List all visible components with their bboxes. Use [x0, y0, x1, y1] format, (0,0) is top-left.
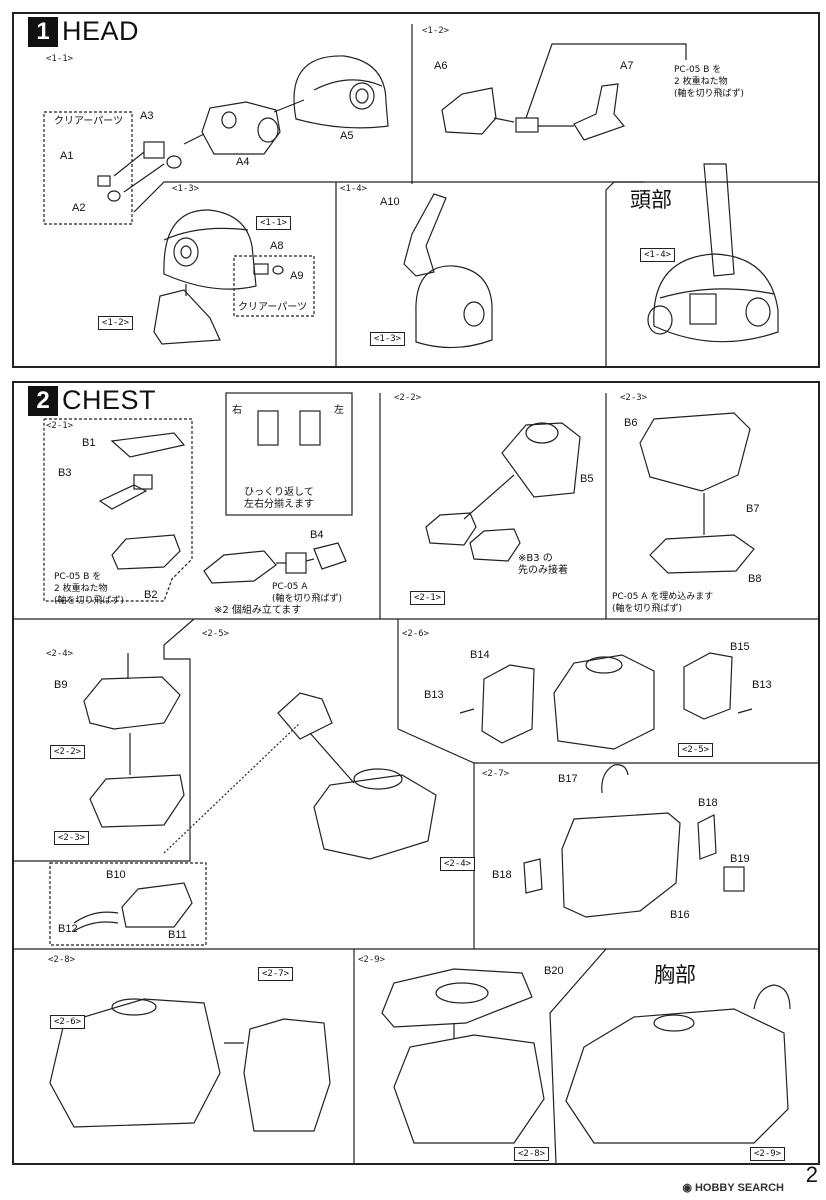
part-label: B9 — [54, 679, 68, 691]
b3-note: ※B3 の 先のみ接着 — [518, 553, 568, 576]
step-ref: <2-2> — [50, 745, 86, 759]
section-title: CHEST — [62, 384, 157, 415]
step-label: <2-1> — [46, 421, 74, 431]
logo-icon: ◉ — [682, 1182, 692, 1194]
step-label: <2-2> — [394, 393, 422, 403]
part-label: B18 — [492, 869, 512, 881]
part-label: B1 — [82, 437, 96, 449]
part-label: B6 — [624, 417, 638, 429]
step-label: <2-4> — [46, 649, 74, 659]
part-label: B13 — [752, 679, 772, 691]
inset-left: 右 — [232, 405, 242, 416]
part-label: B11 — [168, 929, 187, 941]
part-label: B8 — [748, 573, 762, 585]
part-label: B13 — [424, 689, 444, 701]
complete-label: 胸部 — [654, 963, 696, 987]
part-label: B7 — [746, 503, 760, 515]
step-ref: <1-4> — [640, 248, 676, 262]
inset-note: ひっくり返して 左右分揃えます — [244, 487, 314, 510]
part-label: A3 — [140, 110, 154, 122]
part-label: A5 — [340, 130, 354, 142]
page-number: 2 — [805, 1162, 818, 1187]
part-label: B10 — [106, 869, 126, 881]
hobby-search-logo: ◉ HOBBY SEARCH — [682, 1181, 784, 1195]
complete-label: 頭部 — [630, 188, 672, 212]
step-ref: <1-2> — [98, 316, 134, 330]
part-label: A6 — [434, 60, 448, 72]
section-number: 1 — [28, 17, 58, 47]
part-label: A9 — [290, 270, 304, 282]
pc05b-note: PC-05 B を 2 枚重ねた物 (軸を切り飛ばず) — [54, 572, 125, 606]
step-label: <2-6> — [402, 629, 430, 639]
section-title: HEAD — [62, 15, 140, 46]
step-label: <1-2> — [422, 26, 450, 36]
step-ref: <2-7> — [258, 967, 294, 981]
part-label: B16 — [670, 909, 690, 921]
step-label: <1-1> — [46, 54, 74, 64]
clear-parts-label: クリアーパーツ — [54, 116, 124, 127]
step-ref: <1-1> — [256, 216, 292, 230]
clear-parts-label: クリアーパーツ — [238, 302, 308, 313]
step-ref: <2-5> — [678, 743, 714, 757]
part-label: A1 — [60, 150, 74, 162]
part-label: B15 — [730, 641, 750, 653]
step-label: <1-4> — [340, 184, 368, 194]
part-label: A2 — [72, 202, 86, 214]
step-label: <2-9> — [358, 955, 386, 965]
step-label: <2-5> — [202, 629, 230, 639]
step-label: <2-8> — [48, 955, 76, 965]
chest-line-art — [14, 392, 818, 1163]
step-ref: <2-6> — [50, 1015, 86, 1029]
part-label: B20 — [544, 965, 564, 977]
part-label: B2 — [144, 589, 158, 601]
head-line-art — [43, 24, 818, 366]
step-label: <2-7> — [482, 769, 510, 779]
section-head: 1 HEAD — [12, 12, 820, 368]
part-label: A7 — [620, 60, 634, 72]
twice-note: ※2 個組み立てます — [214, 605, 302, 616]
step-label: <2-3> — [620, 393, 648, 403]
section-number: 2 — [28, 386, 58, 416]
part-label: A8 — [270, 240, 284, 252]
part-label: B5 — [580, 473, 594, 485]
part-label: B14 — [470, 649, 490, 661]
part-label: B12 — [58, 923, 78, 935]
section-chest: 2 CHEST — [12, 381, 820, 1165]
step-ref: <2-9> — [750, 1147, 786, 1161]
part-label: A10 — [380, 196, 400, 208]
pc05a-embed-note: PC-05 A を埋め込みます (軸を切り飛ばず) — [612, 592, 714, 614]
pc05a-note: PC-05 A (軸を切り飛ばず) — [272, 582, 343, 604]
part-label: B19 — [730, 853, 750, 865]
step-ref: <2-4> — [440, 857, 476, 871]
step-label: <1-3> — [172, 184, 200, 194]
part-label: B3 — [58, 467, 72, 479]
part-label: A4 — [236, 156, 250, 168]
step-ref: <2-1> — [410, 591, 446, 605]
step-ref: <1-3> — [370, 332, 406, 346]
step-ref: <2-8> — [514, 1147, 550, 1161]
section-header: 2 CHEST — [14, 383, 156, 417]
section-header: 1 HEAD — [14, 14, 139, 48]
part-label: B17 — [558, 773, 578, 785]
step-ref: <2-3> — [54, 831, 90, 845]
inset-right: 左 — [334, 405, 344, 416]
part-label: B18 — [698, 797, 718, 809]
part-label: B4 — [310, 529, 324, 541]
pc05b-note: PC-05 B を 2 枚重ねた物 (軸を切り飛ばず) — [674, 65, 745, 99]
